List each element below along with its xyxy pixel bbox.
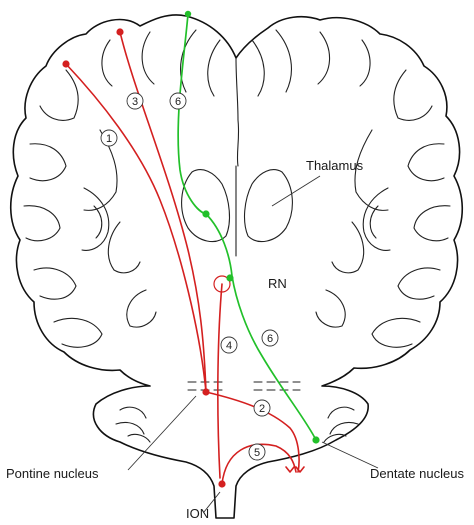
dentate-cell <box>312 436 320 444</box>
dentate-nucleus-label: Dentate nucleus <box>370 466 464 481</box>
left-sylvian <box>81 187 110 251</box>
rn-green-cell <box>226 274 234 282</box>
number-badge-6-upper: 6 <box>169 92 187 110</box>
dentate-leader <box>321 441 379 469</box>
svg-text:6: 6 <box>175 96 181 108</box>
pathway-3-cell <box>116 28 124 36</box>
pontine-leader <box>127 395 197 471</box>
rn-label: RN <box>268 276 287 291</box>
number-badge-6-lower: 6 <box>261 329 279 347</box>
ion-cell <box>218 480 226 488</box>
thalamus-label: Thalamus <box>306 158 364 173</box>
right-thalamus <box>243 169 293 243</box>
svg-text:4: 4 <box>226 340 232 352</box>
left-cerebellum-folia <box>115 406 151 443</box>
pontine-cell <box>202 388 210 396</box>
svg-text:3: 3 <box>132 96 138 108</box>
pathway-1-cell <box>62 60 70 68</box>
right-cerebellum-folia <box>323 406 359 443</box>
right-gyri <box>251 29 451 348</box>
ion-leader <box>203 491 221 513</box>
pontine-nucleus-label: Pontine nucleus <box>6 466 99 481</box>
svg-text:1: 1 <box>106 133 112 145</box>
svg-text:5: 5 <box>254 447 260 459</box>
number-badge-2: 2 <box>253 399 271 417</box>
red-terminals <box>285 466 305 473</box>
pontine-dashes-right <box>253 381 301 391</box>
pathway-2-line <box>205 391 300 473</box>
svg-text:6: 6 <box>267 333 273 345</box>
pathway-5-line <box>221 443 297 485</box>
pathway-3-line <box>119 31 207 393</box>
right-sylvian <box>362 187 391 251</box>
left-gyri <box>23 29 221 348</box>
number-badge-5: 5 <box>248 443 266 461</box>
svg-text:2: 2 <box>259 403 265 415</box>
pathway-6-terminal-top <box>184 10 192 18</box>
number-badge-4: 4 <box>220 336 238 354</box>
pathway-6-line <box>177 13 317 441</box>
ion-label: ION <box>186 506 209 521</box>
brain-outline <box>9 14 464 519</box>
thalamus-leader <box>271 175 321 207</box>
rn-ring <box>213 275 231 293</box>
thalamus-cell <box>202 210 210 218</box>
left-thalamus <box>181 169 231 243</box>
pathway-1-line <box>65 63 207 393</box>
number-badge-1: 1 <box>100 129 118 147</box>
midline-fissure <box>235 57 240 167</box>
number-badge-3: 3 <box>126 92 144 110</box>
pathway-4-line <box>217 283 223 479</box>
